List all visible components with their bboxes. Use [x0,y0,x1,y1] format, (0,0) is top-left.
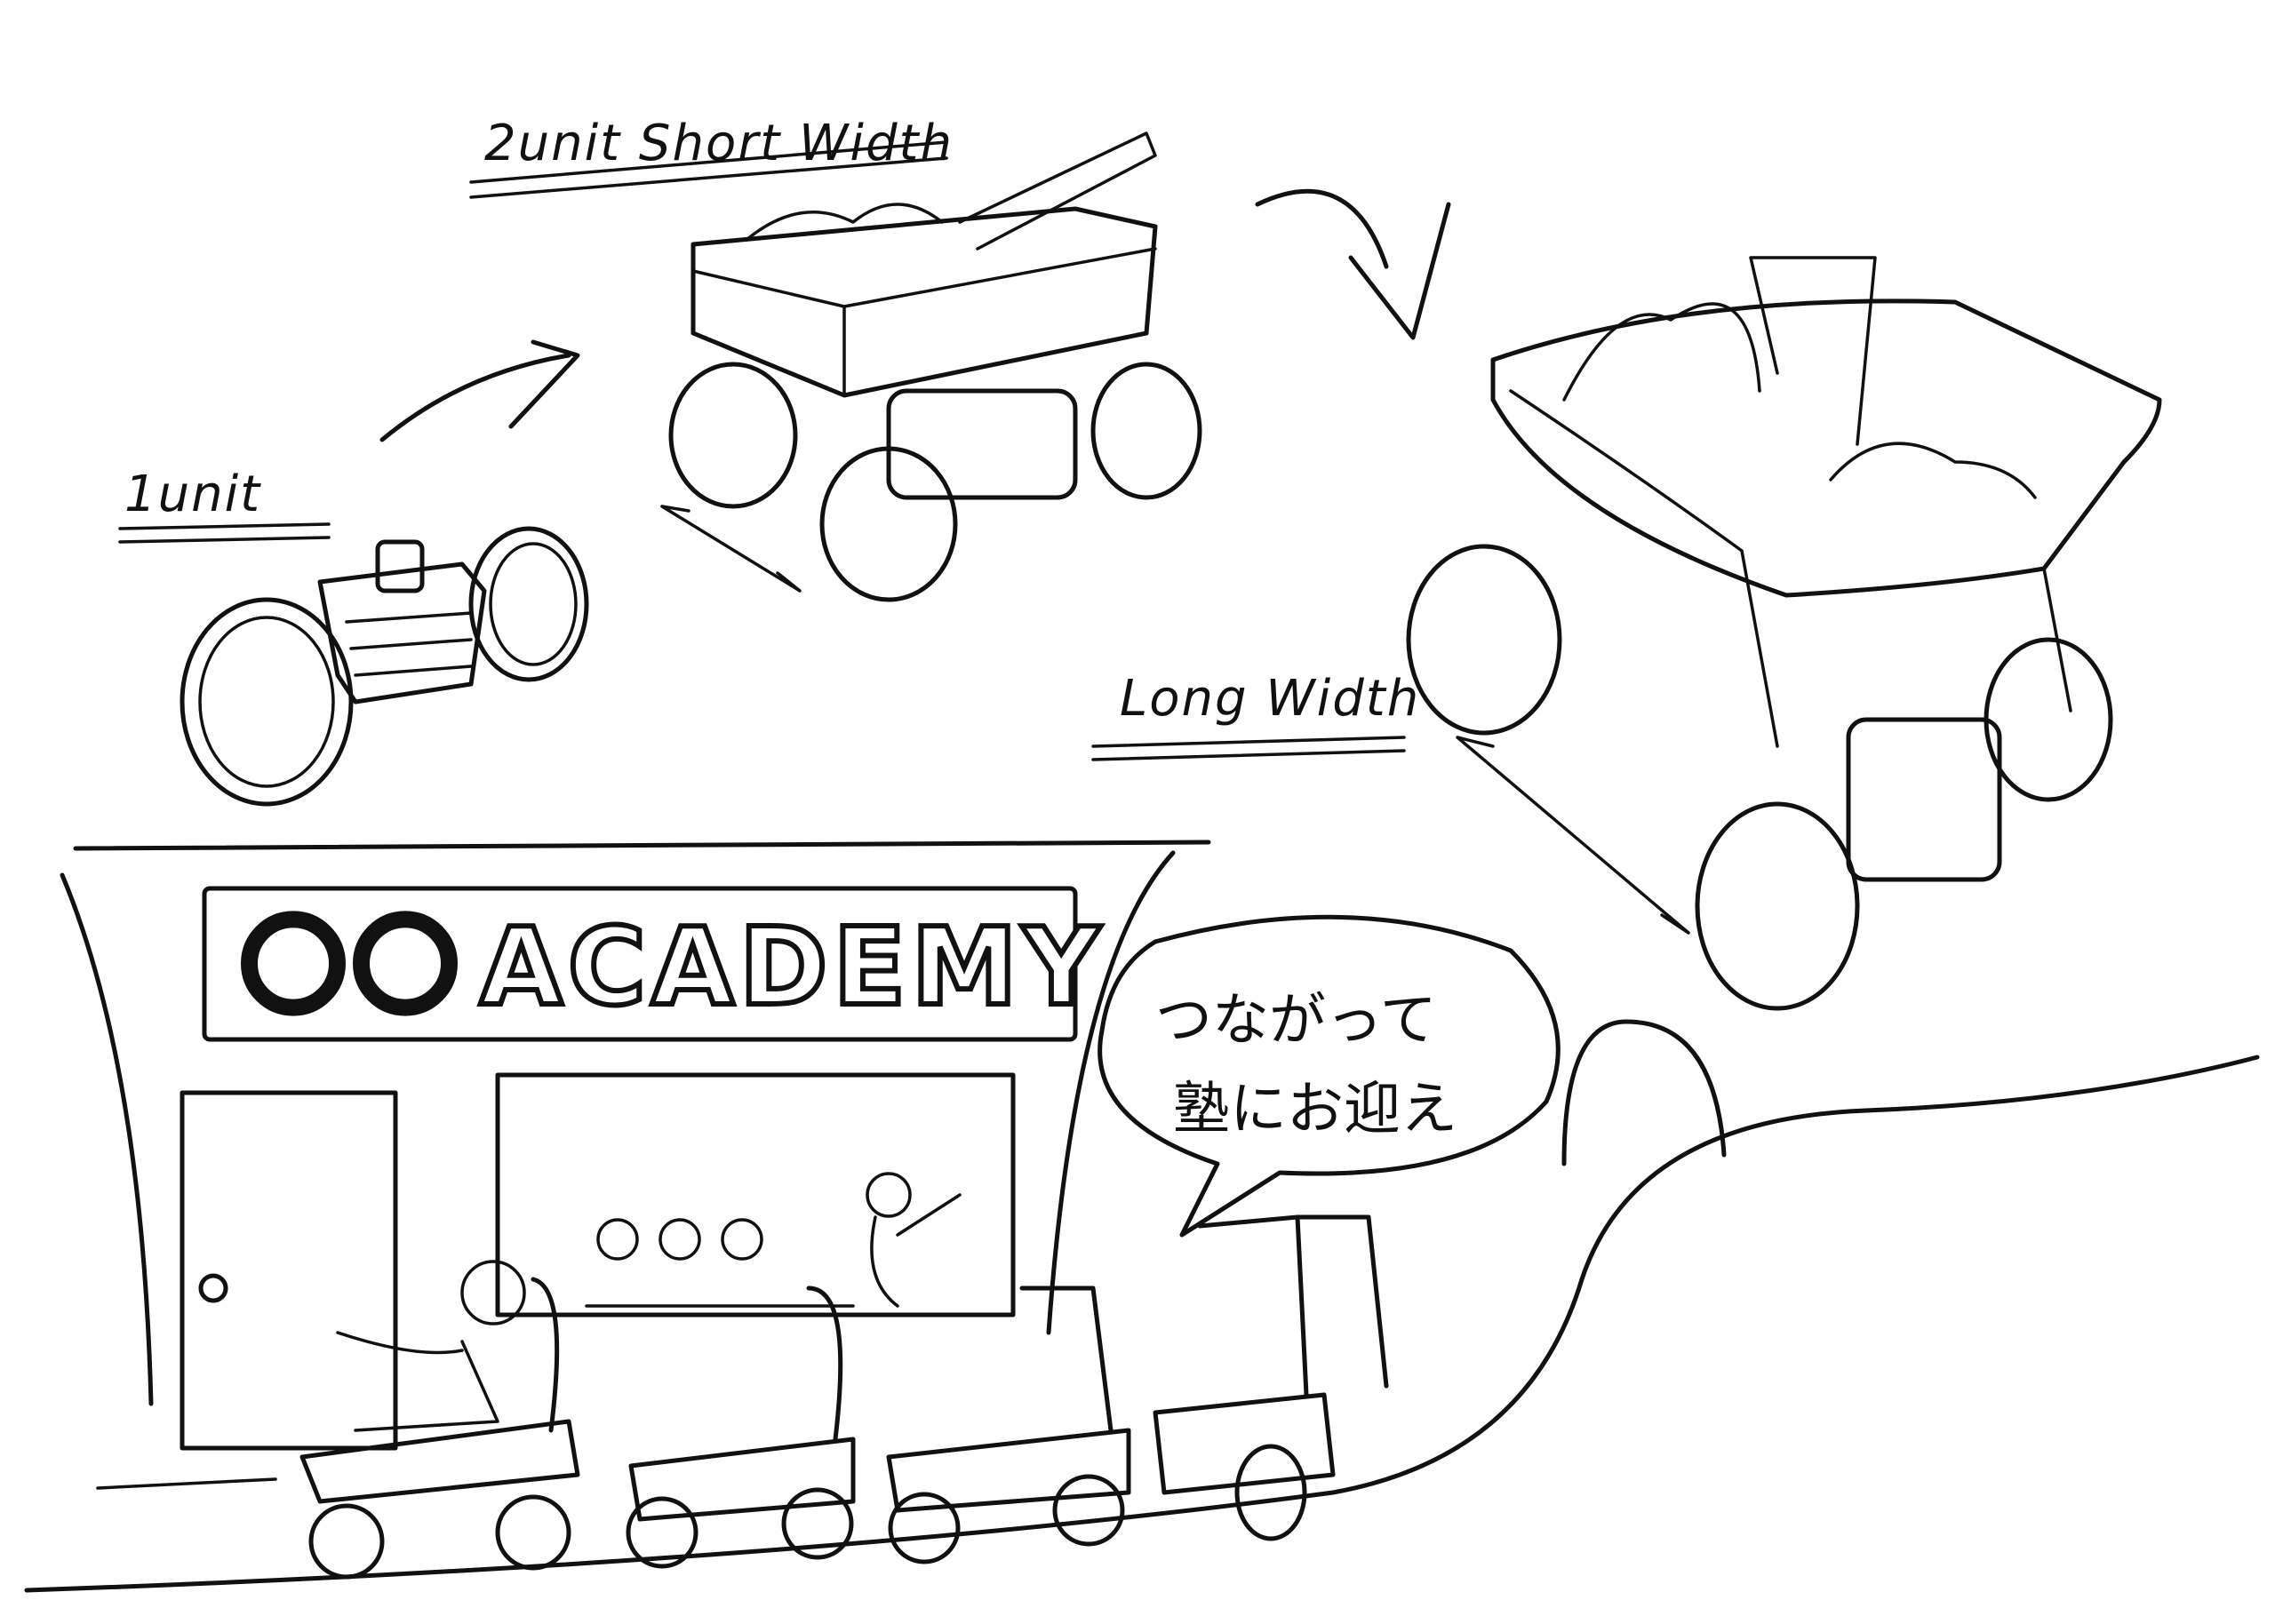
unit-4-seatback [1197,1214,1309,1397]
one-unit-left-wheel-inner [198,616,335,788]
unit-2-wheel-left [626,1496,698,1569]
two-unit-cargo [745,131,1157,251]
unit-4-base [1153,1392,1336,1495]
academy-window [495,1072,1016,1318]
long-cart-wheel-front-left [1695,801,1860,1011]
long-cart-basket [1490,299,2162,598]
unit-2-seatback [806,1286,843,1442]
road-line [24,1055,2260,1593]
one-unit-right-wheel-inner [489,542,578,666]
unit-5-seatback [1295,1214,1389,1389]
student-head-3 [721,1218,763,1261]
door-knob [198,1273,228,1303]
unit-1-base [299,1419,580,1504]
long-cart-wheel-rear-left [1406,544,1562,736]
one-unit-label-group: 1unit [118,466,331,544]
one-unit-connector [375,539,425,593]
unit-3-base [886,1428,1131,1513]
unit-1-seatback [531,1277,560,1433]
two-unit-cart-sketch [660,131,1202,602]
one-unit-underline [118,522,331,530]
one-unit-right-wheel [468,526,589,682]
one-unit-label: 1unit [124,466,261,523]
academy-building: 〇〇 ACADEMY [60,840,1211,1451]
two-unit-cart-basket [690,206,1158,398]
building-right-edge [1046,850,1176,1335]
one-unit-underline-2 [118,536,331,544]
two-unit-underline-2 [469,156,948,199]
long-width-label-group: Long Width [1091,670,1420,761]
speech-bubble-outline [1098,914,1561,1238]
two-unit-wheel-rear-left [668,362,798,509]
one-unit-left-wheel [180,597,354,807]
mobility-unit-queue [299,1214,1389,1580]
long-width-underline [1091,736,1406,748]
arrow-two-to-long [1255,188,1451,340]
two-unit-underline [469,140,948,184]
long-cart-cargo [1562,256,2037,499]
two-unit-label-group: 2unit Short Width [469,115,952,199]
unit-1-wheel-left [308,1503,385,1580]
mobility-unit-2 [626,1286,856,1569]
two-unit-wheel-right [1090,362,1202,500]
two-unit-width-arrow [660,505,802,593]
long-width-cart-sketch [1406,256,2162,1011]
roof-line [73,840,1211,851]
speech-bubble: つながって 塾にお迎え [1098,914,1561,1238]
long-cart-width-arrow [1456,736,1690,935]
speech-line-2: 塾にお迎え [1173,1077,1457,1142]
academy-door [180,1090,398,1451]
rider-head [460,1260,526,1325]
two-unit-basket-edges [691,247,1157,397]
hill-outline [1561,1019,1727,1166]
unit-3-wheel-right [1052,1474,1125,1547]
long-cart-wheel-right [1984,637,2113,802]
long-cart-chassis [1846,717,2002,882]
two-unit-chassis [886,388,1078,500]
speech-line-1: つながって [1155,988,1437,1054]
one-unit-body [317,561,487,705]
mobility-unit-1 [299,1260,580,1580]
unit-2-wheel-right [781,1487,854,1560]
rider-body [336,1331,499,1432]
sign-name: ACADEMY [480,906,1106,1030]
student-head-2 [659,1218,701,1261]
student-head-1 [596,1218,639,1261]
mobility-unit-3 [886,1286,1131,1564]
academy-sign [202,886,1078,1042]
unit-2-base [628,1437,856,1522]
curb-line [96,1477,277,1490]
teacher-head [866,1172,912,1218]
unit-1-wheel-right [495,1494,571,1571]
building-left-edge [60,872,154,1406]
arrow-one-to-two [379,339,580,442]
unit-3-wheel-left [888,1492,961,1564]
two-unit-wheel-front-left [819,446,958,602]
teacher-body [870,1193,962,1308]
long-width-underline-2 [1091,749,1406,761]
sign-circles: 〇〇 [240,906,464,1030]
one-unit-body-lines [345,611,473,677]
unit-3-seatback [1019,1286,1114,1433]
long-width-label: Long Width [1120,670,1420,728]
one-unit-robot-sketch [180,526,589,807]
unit-4-wheel [1234,1444,1307,1541]
mobility-unit-4 [1153,1214,1389,1541]
long-cart-basket-edges [1509,389,2072,748]
